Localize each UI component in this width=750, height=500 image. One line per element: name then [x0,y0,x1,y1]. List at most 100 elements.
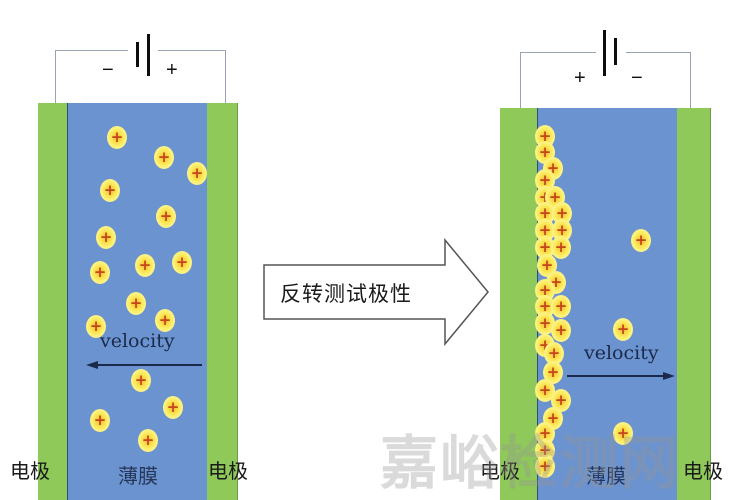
battery-long-plate [603,30,606,76]
left-cell-left-electrode-label: 电极 [10,459,50,483]
right-cell-film-label: 薄膜 [586,464,626,488]
left-cell-film-label: 薄膜 [118,464,158,488]
plus-sign: + [540,255,554,274]
plus-sign: + [538,313,552,332]
battery-short-plate [136,42,139,67]
positive-ion-icon: + [613,422,633,445]
positive-ion-icon: + [155,309,175,332]
plus-sign: + [89,316,103,335]
left-velocity-arrowhead-icon [86,361,98,369]
left-cell-right-electrode-label: 电极 [208,459,248,483]
plus-sign: + [538,280,552,299]
plus-sign: + [110,127,124,146]
plus-sign: + [554,390,568,409]
positive-ion-icon: + [535,455,555,478]
positive-ion-icon: + [86,315,106,338]
plus-sign: + [190,163,204,182]
plus-sign: + [99,227,113,246]
plus-sign: + [93,410,107,429]
positive-ion-icon: + [631,229,651,252]
right-cell-right-electrode-label: 电极 [683,459,723,483]
positive-ion-icon: + [126,292,146,315]
left-battery-negative-sign: − [102,59,114,81]
left-velocity-label: velocity [100,330,175,352]
positive-ion-icon: + [544,342,564,365]
reverse-polarity-label: 反转测试极性 [280,282,412,306]
positive-ion-icon: + [187,162,207,185]
plus-sign: + [616,319,630,338]
plus-sign: + [158,310,172,329]
plus-sign: + [538,220,552,239]
plus-sign: + [546,362,560,381]
plus-sign: + [138,255,152,274]
positive-ion-icon: + [96,226,116,249]
positive-ion-icon: + [163,396,183,419]
positive-ion-icon: + [613,318,633,341]
right-velocity-arrowhead-icon [663,372,675,380]
positive-ion-icon: + [535,236,555,259]
plus-sign: + [538,380,552,399]
plus-sign: + [175,252,189,271]
plus-sign: + [538,237,552,256]
positive-ion-icon: + [535,312,555,335]
left-cell-film [67,103,208,500]
positive-ion-icon: + [551,319,571,342]
positive-ion-icon: + [535,379,555,402]
plus-sign: + [538,170,552,189]
battery-short-plate [614,38,617,65]
positive-ion-icon: + [138,429,158,452]
positive-ion-icon: + [100,179,120,202]
positive-ion-icon: + [131,369,151,392]
plus-sign: + [538,423,552,442]
positive-ion-icon: + [172,251,192,274]
plus-sign: + [548,187,562,206]
plus-sign: + [93,262,107,281]
plus-sign: + [159,206,173,225]
right-battery-negative-sign: − [631,67,643,89]
plus-sign: + [134,370,148,389]
right-cell-right-electrode [677,108,711,500]
positive-ion-icon: + [90,261,110,284]
plus-sign: + [616,423,630,442]
plus-sign: + [538,296,552,315]
positive-ion-icon: + [107,126,127,149]
right-velocity-label: velocity [584,342,659,364]
plus-sign: + [538,126,552,145]
left-cell-left-electrode [38,103,68,500]
plus-sign: + [538,440,552,459]
plus-sign: + [141,430,155,449]
positive-ion-icon: + [551,389,571,412]
plus-sign: + [546,408,560,427]
plus-sign: + [129,293,143,312]
battery-long-plate [147,34,150,76]
positive-ion-icon: + [156,205,176,228]
plus-sign: + [555,220,569,239]
positive-ion-icon: + [543,361,563,384]
right-velocity-arrow [567,375,667,377]
plus-sign: + [538,456,552,475]
plus-sign: + [554,296,568,315]
plus-sign: + [555,203,569,222]
plus-sign: + [166,397,180,416]
plus-sign: + [554,320,568,339]
plus-sign: + [538,203,552,222]
positive-ion-icon: + [154,146,174,169]
left-cell-right-electrode [207,103,238,500]
left-velocity-arrow [96,364,202,366]
left-battery [128,30,158,80]
positive-ion-icon: + [551,295,571,318]
plus-sign: + [157,147,171,166]
right-cell-left-electrode [500,108,538,500]
positive-ion-icon: + [135,254,155,277]
left-battery-positive-sign: + [166,59,178,81]
positive-ion-icon: + [551,236,571,259]
block-arrow-icon [263,238,489,347]
plus-sign: + [103,180,117,199]
right-cell-left-electrode-label: 电极 [480,459,520,483]
plus-sign: + [634,230,648,249]
right-battery [596,28,626,78]
plus-sign: + [554,237,568,256]
right-battery-positive-sign: + [574,67,586,89]
watermark: 嘉峪检测网 [380,429,681,497]
positive-ion-icon: + [90,409,110,432]
